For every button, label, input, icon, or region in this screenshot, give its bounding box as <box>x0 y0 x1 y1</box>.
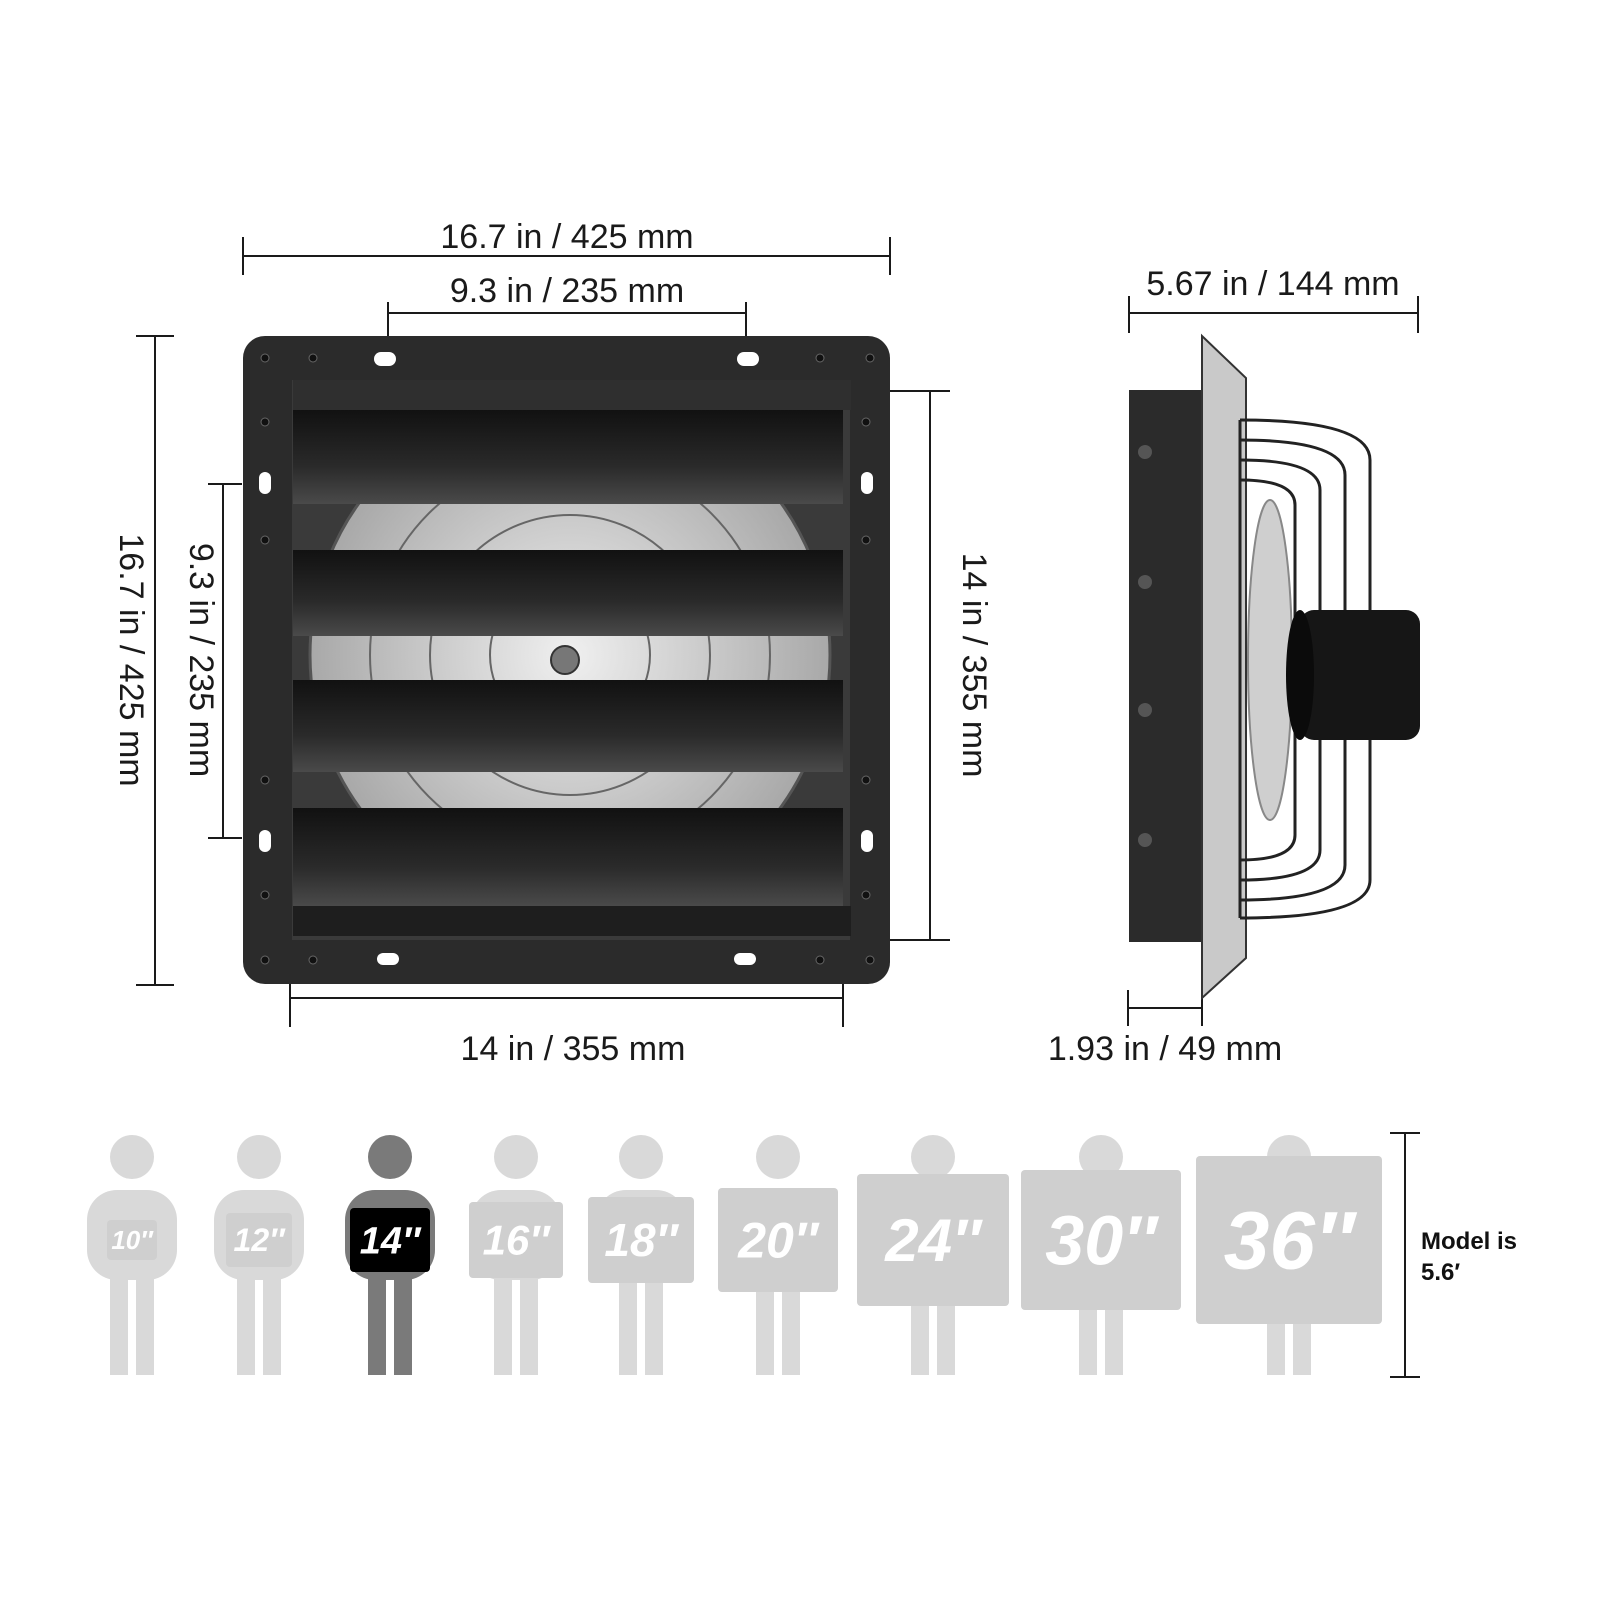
size-figure-4: 16″ <box>469 1135 563 1375</box>
size-board <box>588 1197 694 1283</box>
person-head <box>756 1135 800 1179</box>
size-figure-7: 24″ <box>857 1135 1009 1375</box>
motor-housing <box>1300 610 1420 740</box>
opening-width-label: 14 in / 355 mm <box>461 1030 686 1068</box>
size-label: 24″ <box>884 1207 983 1274</box>
person-leg-right <box>520 1270 538 1375</box>
overall-height-label: 16.7 in / 425 mm <box>112 533 150 786</box>
model-note-line2: 5.6′ <box>1421 1259 1460 1286</box>
overall-width-dimension: 16.7 in / 425 mm <box>242 218 891 275</box>
size-label: 20″ <box>737 1213 820 1269</box>
size-board <box>107 1220 157 1260</box>
overall-width-label: 16.7 in / 425 mm <box>440 218 693 256</box>
size-label: 12″ <box>234 1222 287 1258</box>
person-head <box>1079 1135 1123 1179</box>
size-board <box>226 1213 292 1267</box>
shutter-height-dimension: 14 in / 355 mm <box>862 390 993 941</box>
person-head <box>368 1135 412 1179</box>
size-board <box>718 1188 838 1292</box>
side-view: 5.67 in / 144 mm 1.93 in / 49 mm <box>1048 265 1420 1068</box>
depth-label: 5.67 in / 144 mm <box>1146 265 1399 303</box>
size-board <box>857 1174 1009 1306</box>
person-leg-right <box>645 1270 663 1375</box>
inner-height-dimension: 9.3 in / 235 mm <box>182 483 242 839</box>
mounting-slots <box>259 352 873 965</box>
person-head <box>494 1135 538 1179</box>
size-board <box>1021 1170 1181 1310</box>
size-board <box>350 1208 430 1272</box>
person-head <box>110 1135 154 1179</box>
size-label: 18″ <box>604 1214 679 1266</box>
inner-width-label: 9.3 in / 235 mm <box>450 272 684 310</box>
size-board <box>469 1202 563 1278</box>
size-label: 16″ <box>483 1217 552 1264</box>
person-leg-left <box>619 1270 637 1375</box>
size-board <box>1196 1156 1382 1324</box>
person-head <box>911 1135 955 1179</box>
fan-hub <box>550 645 580 675</box>
size-figure-8: 30″ <box>1021 1135 1181 1375</box>
person-leg-right <box>136 1270 154 1375</box>
size-label: 30″ <box>1045 1202 1160 1280</box>
size-figure-5: 18″ <box>588 1135 694 1375</box>
mounting-screws <box>260 353 875 965</box>
fan-front-body <box>243 336 890 984</box>
person-leg-left <box>756 1270 774 1375</box>
person-leg-right <box>263 1270 281 1375</box>
size-label: 36″ <box>1224 1196 1358 1287</box>
model-note-line1: Model is <box>1421 1228 1517 1255</box>
person-leg-left <box>368 1270 386 1375</box>
size-figure-3: 14″ <box>345 1135 435 1375</box>
shutter-height-label: 14 in / 355 mm <box>955 553 993 778</box>
model-height-indicator: Model is 5.6′ <box>1390 1132 1517 1378</box>
size-figure-6: 20″ <box>718 1135 838 1375</box>
person-head <box>619 1135 663 1179</box>
fan-side-body <box>1129 333 1420 1001</box>
louvers <box>293 380 851 936</box>
size-figure-2: 12″ <box>214 1135 304 1375</box>
inner-height-label: 9.3 in / 235 mm <box>182 543 220 777</box>
size-label: 10″ <box>111 1225 154 1255</box>
person-leg-right <box>394 1270 412 1375</box>
depth-dimension: 5.67 in / 144 mm <box>1128 265 1419 333</box>
size-label: 14″ <box>360 1220 422 1262</box>
person-leg-left <box>110 1270 128 1375</box>
overall-height-dimension: 16.7 in / 425 mm <box>112 335 174 986</box>
opening-width-dimension: 14 in / 355 mm <box>289 975 844 1068</box>
size-comparison: 10″ 12″ 14″ 16″ 18″ 20″ 24″ 30″ 36″ <box>87 1135 1382 1375</box>
flange-depth-label: 1.93 in / 49 mm <box>1048 1030 1282 1068</box>
person-leg-left <box>494 1270 512 1375</box>
inner-width-dimension: 9.3 in / 235 mm <box>387 272 747 338</box>
front-view: 16.7 in / 425 mm 9.3 in / 235 mm 16.7 in… <box>112 218 993 1068</box>
person-head <box>237 1135 281 1179</box>
person-leg-left <box>237 1270 255 1375</box>
flange-depth-dimension: 1.93 in / 49 mm <box>1048 990 1282 1068</box>
size-figure-1: 10″ <box>87 1135 177 1375</box>
person-leg-right <box>782 1270 800 1375</box>
size-figure-9: 36″ <box>1196 1135 1382 1375</box>
